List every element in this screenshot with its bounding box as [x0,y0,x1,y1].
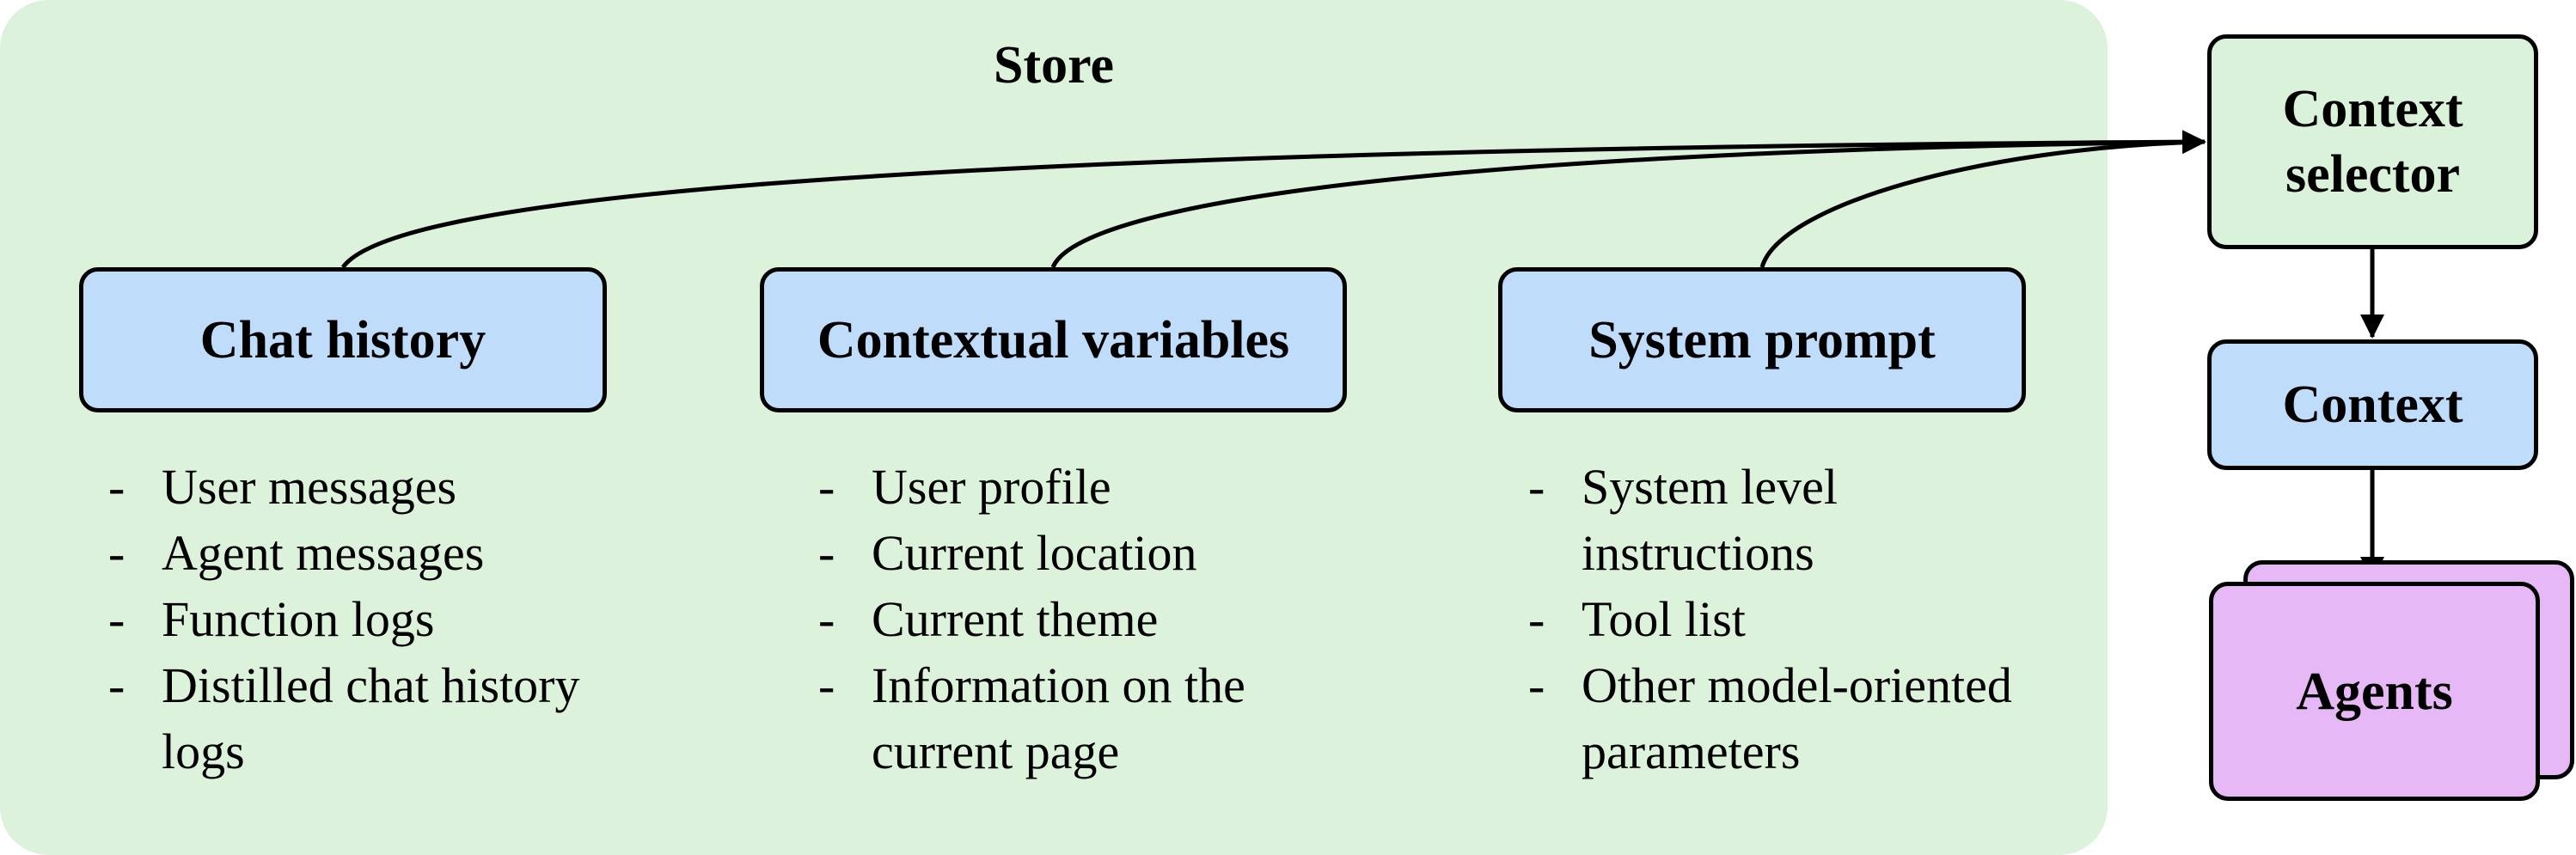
context-selector-box: Context selector [2207,34,2538,249]
list-item: -User messages [108,459,457,515]
context-title: Context [2282,376,2463,434]
store-title: Store [993,36,1115,95]
chat-history-title: Chat history [199,310,486,369]
contextual-variables-list: -User profile -Current location -Current… [818,454,1368,785]
chat-to-selector-arrow [340,130,2206,269]
chat-history-list: -User messages -Agent messages -Function… [108,454,676,785]
ctxvars-to-selector-arrow [1050,139,2206,268]
list-item: -Information on the current page [818,657,1245,779]
list-item: -Current theme [818,591,1159,647]
list-item: -Agent messages [108,525,485,581]
list-item: -Tool list [1528,591,1746,647]
system-prompt-box: System prompt [1498,267,2026,412]
store-panel [0,0,2108,855]
agents-box: Agents [2209,582,2540,801]
list-item: -Distilled chat history logs [108,657,580,779]
system-prompt-title: System prompt [1588,310,1936,369]
agents-title: Agents [2296,662,2453,721]
list-item: -User profile [818,459,1111,515]
chat-history-box: Chat history [79,267,607,412]
list-item: -Other model-oriented parameters [1528,657,2012,779]
context-selector-title: Context selector [2282,80,2463,204]
contextual-variables-box: Contextual variables [760,267,1347,412]
list-item: -Current location [818,525,1197,581]
system-prompt-list: -System level instructions -Tool list -O… [1528,454,2078,785]
sysprompt-to-selector-arrow [1759,139,2206,268]
contextual-variables-title: Contextual variables [817,310,1290,369]
context-box: Context [2207,339,2538,470]
list-item: -System level instructions [1528,459,1839,581]
list-item: -Function logs [108,591,435,647]
